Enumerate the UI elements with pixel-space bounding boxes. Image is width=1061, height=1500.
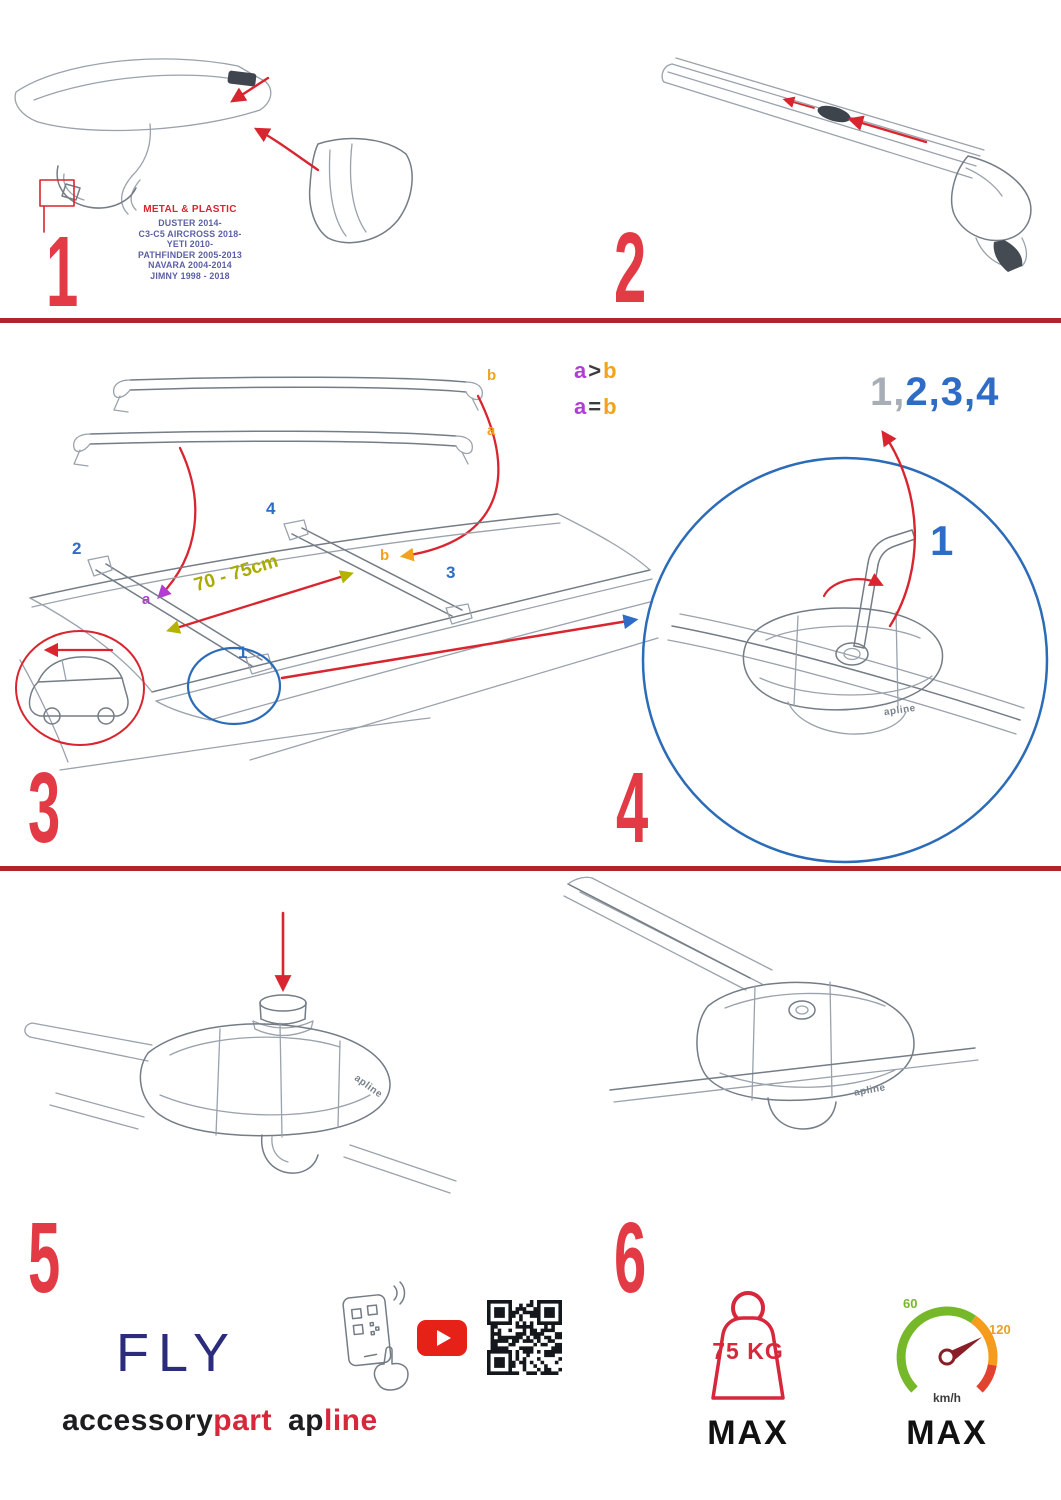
- speed-limit-gauge-icon: [896, 1306, 998, 1393]
- step4-number: 4: [616, 752, 649, 864]
- phone-scan-icon: [342, 1281, 409, 1391]
- bar-label-b: b: [487, 367, 497, 384]
- step2-number: 2: [614, 212, 647, 324]
- distance-arrow: [166, 570, 354, 634]
- step6-number: 6: [614, 1202, 647, 1314]
- roof-label-a: a: [142, 591, 151, 608]
- rotation-arrow-icon: [822, 573, 884, 598]
- end-cover-piece: [993, 240, 1023, 272]
- zoom-circle: [641, 456, 1049, 864]
- gauge-tick-60: 60: [903, 1296, 918, 1311]
- hand-icon: [373, 1346, 409, 1391]
- section-divider: [0, 318, 1061, 323]
- car-direction-inset-circle: [15, 630, 145, 746]
- sequence-first: 1: [930, 517, 954, 564]
- top-arrow: [230, 76, 270, 103]
- tightening-sequence: 1,2,3,4: [870, 372, 999, 412]
- model-line: YETI 2010-: [166, 239, 214, 250]
- step3-roof-mounting-drawing: [15, 376, 659, 771]
- roof-label-b: b: [380, 547, 390, 564]
- roof-position-3: 3: [446, 563, 456, 582]
- vehicle-compatibility-list: METAL & PLASTIC DUSTER 2014- C3-C5 AIRCR…: [110, 204, 270, 282]
- legend-a-greater-b: a>b: [574, 360, 619, 382]
- step3-number: 3: [28, 752, 61, 864]
- weight-limit-icon: [711, 1291, 785, 1400]
- insert-arrow: [847, 115, 928, 144]
- step5-knob-press-drawing: [24, 911, 457, 1194]
- maker-red: part: [213, 1404, 272, 1437]
- sequence-arrow: [881, 430, 917, 628]
- speed-unit: km/h: [932, 1391, 961, 1405]
- legend-op: >: [588, 358, 604, 383]
- legend-b: b: [603, 358, 619, 383]
- legend-a: a: [574, 358, 589, 383]
- legend-a-equals-b: a=b: [574, 396, 619, 418]
- roof-position-2: 2: [72, 539, 82, 558]
- brand-black: ap: [287, 1404, 324, 1437]
- slot-arrow: [782, 96, 815, 109]
- material-note: METAL & PLASTIC: [143, 204, 237, 215]
- step1-clamp-exploded-drawing: [14, 58, 413, 244]
- step6-mounted-clamp-drawing: [563, 876, 979, 1130]
- section-divider: [0, 866, 1061, 871]
- legend-b: b: [603, 394, 619, 419]
- model-line: NAVARA 2004-2014: [148, 260, 232, 271]
- model-line: JIMNY 1998 - 2018: [150, 270, 230, 281]
- hook-callout-box: [39, 179, 75, 207]
- maker-black: accessory: [62, 1404, 214, 1437]
- step1-number: 1: [46, 216, 79, 328]
- legend-a: a: [574, 394, 589, 419]
- step4-tightening-zoom-drawing: [641, 430, 1049, 864]
- model-line: PATHFINDER 2005-2013: [138, 249, 242, 260]
- step2-bar-end-drawing: [661, 57, 1032, 272]
- product-name: FLY: [116, 1323, 239, 1383]
- cover-to-body-arrow: [253, 127, 320, 172]
- speed-max-label: MAX: [906, 1414, 988, 1452]
- sequence-prefix: 1,: [870, 370, 906, 414]
- weight-limit-value: 75 KG: [712, 1338, 784, 1364]
- bar-label-a: a: [487, 422, 496, 439]
- allen-key: [853, 529, 916, 649]
- brand-red: line: [324, 1404, 378, 1437]
- zoom-arrow: [280, 614, 639, 680]
- weight-max-label: MAX: [707, 1414, 789, 1452]
- legend-op: =: [588, 394, 604, 419]
- play-icon: [437, 1330, 451, 1346]
- roof-position-4: 4: [266, 499, 276, 518]
- gauge-tick-120: 120: [989, 1322, 1011, 1337]
- apline-badge: [227, 70, 257, 87]
- roof-position-1: 1: [238, 643, 248, 662]
- model-line: DUSTER 2014-: [158, 218, 222, 228]
- youtube-icon: [417, 1320, 467, 1356]
- bar-b-route-arrow: [399, 394, 500, 562]
- qr-code: [487, 1300, 562, 1375]
- step5-number: 5: [28, 1202, 61, 1314]
- model-line: C3-C5 AIRCROSS 2018-: [138, 228, 242, 239]
- sequence-rest: 2,3,4: [905, 370, 1000, 414]
- bar-a-route-arrow: [157, 446, 197, 599]
- bar-slot: [817, 105, 851, 123]
- position1-circle: [186, 646, 282, 726]
